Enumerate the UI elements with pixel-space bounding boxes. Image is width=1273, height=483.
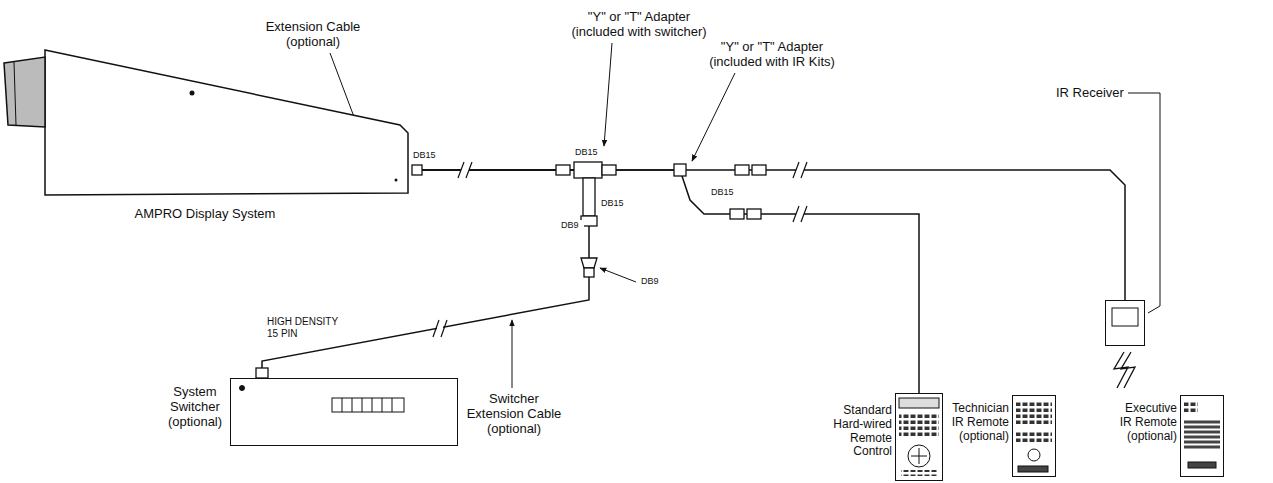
projector-dot	[190, 91, 195, 96]
remote-logo	[1018, 466, 1048, 472]
device-box: Executive IR Remote (optional)	[1180, 395, 1224, 477]
remote-display	[899, 398, 939, 408]
projector-dot	[395, 179, 398, 182]
device-label: Technician IR Remote (optional)	[941, 402, 1009, 443]
projector-unit: AMPRO Display System	[0, 45, 412, 200]
device-box: Technician IR Remote (optional)	[1012, 395, 1056, 477]
leader-line	[512, 320, 513, 388]
device-box: Standard Hard-wired Remote Control	[895, 393, 943, 481]
break-mark	[433, 320, 447, 337]
connector-name: DB15	[574, 147, 604, 157]
device-label: System Switcher (optional)	[163, 385, 227, 430]
db9-plug-body	[584, 268, 594, 277]
db15-plug	[735, 165, 749, 175]
connector-name: DB9	[640, 276, 666, 286]
device-label: Executive IR Remote (optional)	[1111, 402, 1177, 443]
device-label: AMPRO Display System	[120, 207, 290, 222]
leader-line	[692, 73, 735, 161]
t-adapter-stem	[583, 178, 595, 216]
remote-keys	[1184, 420, 1220, 450]
callout-label: Switcher Extension Cable (optional)	[460, 392, 568, 437]
remote-keys	[1184, 400, 1198, 414]
cable	[412, 170, 919, 393]
break-gap	[796, 204, 804, 224]
break-mark	[458, 162, 472, 178]
ir-zigzag	[1114, 352, 1128, 388]
switcher-led	[240, 386, 245, 391]
leader-line	[1128, 93, 1160, 313]
db15-plug	[602, 165, 616, 175]
remote-dpad-cross	[911, 448, 927, 464]
break-gap	[461, 160, 469, 180]
leader-lines	[330, 43, 1160, 388]
connector-plugs	[256, 162, 766, 378]
remote-dpad	[1028, 449, 1040, 461]
projector-lens	[4, 57, 45, 127]
device-box: IR Receiver	[1105, 300, 1145, 346]
db15-plug	[556, 165, 570, 175]
connector-name: HIGH DENSITY 15 PIN	[266, 316, 348, 339]
t-adapter	[574, 162, 602, 178]
callout-label: "Y" or "T" Adapter (included with switch…	[562, 10, 716, 40]
connector-name: DB15	[600, 198, 630, 208]
connector-name: DB15	[710, 187, 740, 197]
lens-ring	[14, 62, 16, 125]
leader-line	[604, 43, 612, 146]
remote-keys	[901, 470, 937, 476]
break-gap	[796, 160, 804, 180]
remote-dpad	[908, 445, 930, 467]
db15-plug	[752, 165, 766, 175]
callout-label: "Y" or "T" Adapter (included with IR Kit…	[700, 40, 844, 70]
connector-name: DB9	[560, 220, 584, 230]
y-adapter	[674, 164, 686, 176]
receiver-window	[1112, 308, 1138, 326]
break-mark	[793, 162, 807, 178]
projector-outline	[0, 45, 412, 200]
db15-plug	[747, 209, 761, 219]
device-label: IR Receiver	[1056, 86, 1146, 101]
switcher-key-divider	[342, 398, 392, 412]
device-box: System Switcher (optional)	[230, 378, 458, 446]
db9-plug	[581, 258, 597, 268]
db15-plug	[730, 209, 744, 219]
device-label: Standard Hard-wired Remote Control	[822, 404, 892, 459]
break-mark	[793, 206, 807, 222]
projector-body	[45, 50, 408, 195]
remote-logo	[1188, 462, 1216, 468]
ir-zigzag	[1121, 352, 1135, 388]
remote-keys	[1016, 430, 1052, 444]
high-density-plug	[256, 368, 268, 378]
db15-plug	[412, 165, 422, 175]
cable	[262, 170, 589, 378]
remote-keys	[1016, 400, 1052, 426]
connector-name: DB15	[412, 150, 444, 160]
cable-break	[433, 160, 807, 337]
callout-label: Extension Cable (optional)	[262, 20, 364, 50]
cable	[412, 170, 1125, 300]
ir-signal-symbol	[1114, 352, 1135, 388]
remote-keys	[899, 412, 939, 436]
device-details	[240, 308, 1221, 476]
switcher-keypad	[332, 398, 404, 412]
leader-line	[600, 268, 636, 282]
